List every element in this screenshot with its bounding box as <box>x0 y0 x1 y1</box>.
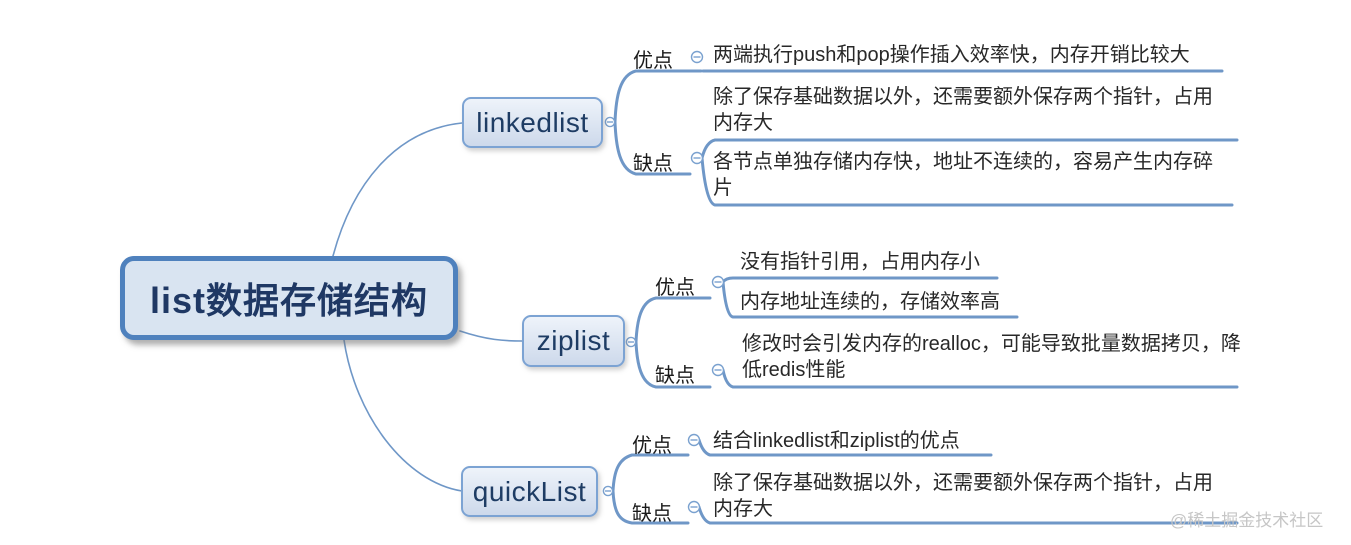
disadvantages-label[interactable]: 缺点 <box>655 365 695 387</box>
item-text[interactable]: 修改时会引发内存的realloc，可能导致批量数据拷贝，降低redis性能 <box>742 333 1241 381</box>
connector-curve <box>343 339 463 492</box>
disadvantages-label[interactable]: 缺点 <box>632 503 672 525</box>
underline <box>634 340 712 389</box>
underline <box>613 69 703 124</box>
topic-label: quickList <box>472 475 587 507</box>
connector-curve <box>459 330 523 342</box>
collapse-icon[interactable] <box>711 275 725 289</box>
underline <box>634 296 712 344</box>
item-text[interactable]: 结合linkedlist和ziplist的优点 <box>713 430 960 452</box>
underline <box>611 453 690 493</box>
underline <box>721 368 1239 389</box>
underline <box>611 489 690 525</box>
item-text[interactable]: 没有指针引用，占用内存小 <box>740 251 980 273</box>
root-node-label: list数据存储结构 <box>149 280 428 321</box>
advantages-label[interactable]: 优点 <box>632 435 672 457</box>
underline <box>700 138 1239 160</box>
collapse-icon[interactable] <box>602 485 614 497</box>
underline <box>721 280 1019 319</box>
collapse-icon[interactable] <box>711 363 725 377</box>
root-node[interactable]: list数据存储结构 <box>120 256 458 340</box>
connector-curve <box>332 122 463 257</box>
item-text[interactable]: 除了保存基础数据以外，还需要额外保存两个指针，占用内存大 <box>713 86 1213 134</box>
topic-label: ziplist <box>536 325 611 356</box>
underline <box>697 505 1239 525</box>
topic-node-ziplist[interactable]: ziplist <box>522 315 625 367</box>
topic-label: linkedlist <box>476 106 589 138</box>
underline <box>697 438 993 457</box>
collapse-icon[interactable] <box>690 151 704 165</box>
underline <box>721 276 999 284</box>
item-text[interactable]: 各节点单独存储内存快，地址不连续的，容易产生内存碎片 <box>713 151 1213 199</box>
underline <box>700 156 1234 207</box>
topic-node-quicklist[interactable]: quickList <box>461 466 598 517</box>
topic-node-linkedlist[interactable]: linkedlist <box>462 97 603 148</box>
item-text[interactable]: 两端执行push和pop操作插入效率快，内存开销比较大 <box>713 44 1190 66</box>
item-text[interactable]: 除了保存基础数据以外，还需要额外保存两个指针，占用内存大 <box>713 472 1213 520</box>
watermark: @稀土掘金技术社区 <box>1170 511 1324 530</box>
collapse-icon[interactable] <box>687 433 701 447</box>
item-text[interactable]: 内存地址连续的，存储效率高 <box>740 291 1000 313</box>
advantages-label[interactable]: 优点 <box>655 277 695 299</box>
collapse-icon[interactable] <box>687 500 701 514</box>
advantages-label[interactable]: 优点 <box>633 50 673 72</box>
collapse-icon[interactable] <box>604 116 616 128</box>
collapse-icon[interactable] <box>690 50 704 64</box>
disadvantages-label[interactable]: 缺点 <box>633 153 673 175</box>
collapse-icon[interactable] <box>625 336 637 348</box>
underline <box>613 120 692 176</box>
